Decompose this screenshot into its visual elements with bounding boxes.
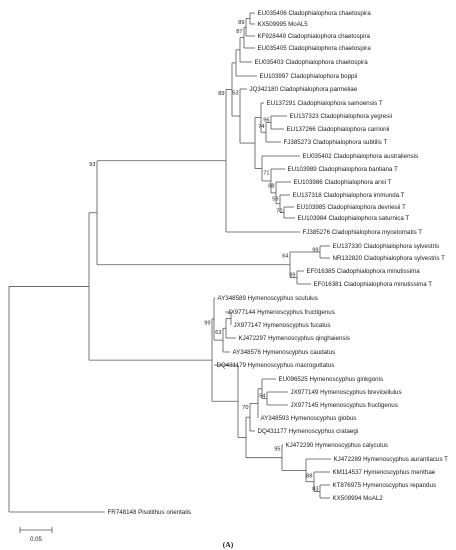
bootstrap-value: 93 <box>89 162 95 168</box>
taxon-label: EU103985 Cladophialophora devriesii T <box>297 204 406 211</box>
bootstrap-value: 94 <box>259 394 265 400</box>
taxon-label: EU103984 Cladophialophora saturnica T <box>298 215 410 222</box>
taxon-label: KM114537 Hymenoscyphus menthae <box>333 469 436 476</box>
taxon-label: DQ431179 Hymenoscyphus macroguttatus <box>217 362 335 369</box>
taxon-label: FJ385273 Cladophialophora subtilis T <box>284 139 388 146</box>
bootstrap-value: 87 <box>236 29 242 35</box>
bootstrap-value: 89 <box>238 20 244 26</box>
taxon-label: KJ472297 Hymenoscyphus qinghaiensis <box>239 335 350 342</box>
taxon-label: EU137323 Cladophialophora yegresii <box>290 113 393 120</box>
taxon-label: JX977145 Hymenoscyphus fructigenus <box>291 402 398 409</box>
taxon-label: EF016385 Cladophialophora minutissima <box>307 268 421 275</box>
taxon-label: KX509995 MoAL5 <box>258 21 309 28</box>
taxon-label: FR748148 Pisolithus orientalis <box>108 509 192 516</box>
bootstrap-value: 88 <box>306 474 312 480</box>
bootstrap-value: 70 <box>242 405 248 411</box>
taxon-label: KF928449 Cladophialophora chaetospira <box>258 33 371 40</box>
bootstrap-value: 83 <box>312 487 318 493</box>
bootstrap-value: 99 <box>312 248 318 254</box>
bootstrap-value: 59 <box>272 197 278 203</box>
bootstrap-value: 95 <box>274 447 280 453</box>
taxon-label: FJ385276 Cladophialophora mycetomatis T <box>303 229 423 236</box>
taxon-label: KX509994 MoAL2 <box>333 495 384 502</box>
taxon-label: EU035403 Cladophialophora chaetospira <box>255 59 369 66</box>
bootstrap-value: 64 <box>282 254 288 260</box>
taxon-label: EU137291 Cladophialophora samoensis T <box>267 100 383 107</box>
taxon-label: EU035405 Cladophialophora chaetospira <box>258 45 372 52</box>
taxon-label: JX977147 Hymenoscyphus fucatus <box>234 322 331 329</box>
bootstrap-value: 71 <box>263 171 269 177</box>
taxon-label: EU103989 Cladophialophora bantiana T <box>288 166 399 173</box>
taxon-label: KJ472289 Hymenoscyphus aurantiacus T <box>334 456 449 463</box>
taxon-label: EU035402 Cladophialophora australiensis <box>303 153 419 160</box>
taxon-label: AY348589 Hymenoscyphus scutulus <box>218 295 318 302</box>
bootstrap-value: 89 <box>218 91 224 97</box>
taxon-label: EU137330 Cladophialophora sylvestris <box>333 243 440 250</box>
bootstrap-value: 74 <box>258 124 264 130</box>
scale-bar-label: 0.05 <box>30 537 42 543</box>
taxon-label: KJ472290 Hymenoscyphus calyculus <box>286 442 389 449</box>
taxon-label: EU096525 Hymenoscyphus ginkgonis <box>279 376 384 383</box>
bootstrap-value: 99 <box>204 321 210 327</box>
taxon-label: AY348576 Hymenoscyphus caudatus <box>233 349 336 356</box>
taxon-label: JX977144 Hymenoscyphus fructigenus <box>228 309 335 316</box>
tree-branches <box>8 12 331 513</box>
bootstrap-value: 70 <box>276 209 282 215</box>
taxon-label: JQ342180 Cladophialophora parmeliae <box>250 86 358 93</box>
panel-label: (A) <box>223 540 234 549</box>
taxon-label: DQ431177 Hymenoscyphus crataegi <box>258 428 359 435</box>
bootstrap-value: 88 <box>268 184 274 190</box>
taxon-label: EU103997 Cladophialophora boppii <box>260 73 358 80</box>
taxon-label: NR132820 Cladophialophora sylvestris T <box>333 255 446 262</box>
taxon-label: AY348593 Hymenoscyphus globus <box>261 415 357 422</box>
taxon-label: EU137266 Cladophialophora carrionii <box>287 126 390 133</box>
taxon-label: EF016381 Cladophialophora minutissima T <box>314 281 433 288</box>
taxon-label: EU103986 Cladophialophora arxii T <box>294 179 392 186</box>
bootstrap-value: 53 <box>232 91 238 97</box>
taxon-label: JX977149 Hymenoscyphus brevicellulus <box>291 389 402 396</box>
taxon-label: EU035406 Cladophialophora chaetospira <box>258 10 372 17</box>
taxon-label: EU137318 Cladophialophora immunda T <box>293 192 405 199</box>
scale-bar: 0.05 <box>19 527 53 543</box>
bootstrap-value: 63 <box>215 330 221 336</box>
taxon-label: KT876975 Hymenoscyphus repandus <box>333 482 437 489</box>
bootstrap-value: 96 <box>263 118 269 124</box>
bootstrap-value: 99 <box>289 273 295 279</box>
